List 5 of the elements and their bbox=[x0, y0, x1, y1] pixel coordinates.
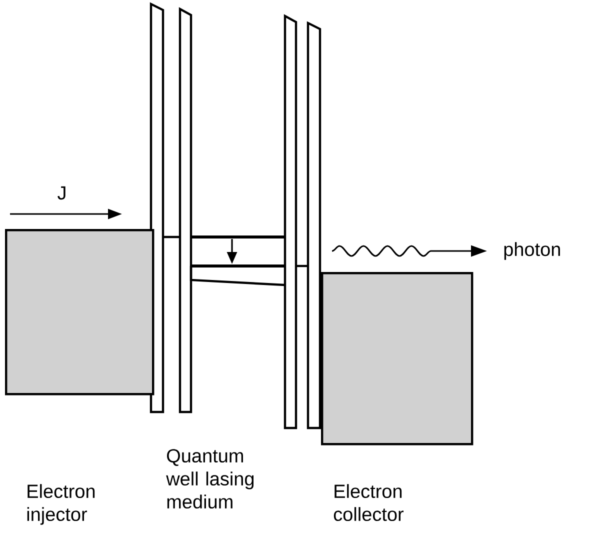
box-label: Electron collector bbox=[334, 484, 404, 522]
text-label: J bbox=[58, 186, 66, 200]
region-label: Quantum well lasing medium bbox=[166, 449, 254, 509]
box-label: Electron injector bbox=[27, 484, 95, 525]
text-label: photon bbox=[504, 242, 560, 260]
